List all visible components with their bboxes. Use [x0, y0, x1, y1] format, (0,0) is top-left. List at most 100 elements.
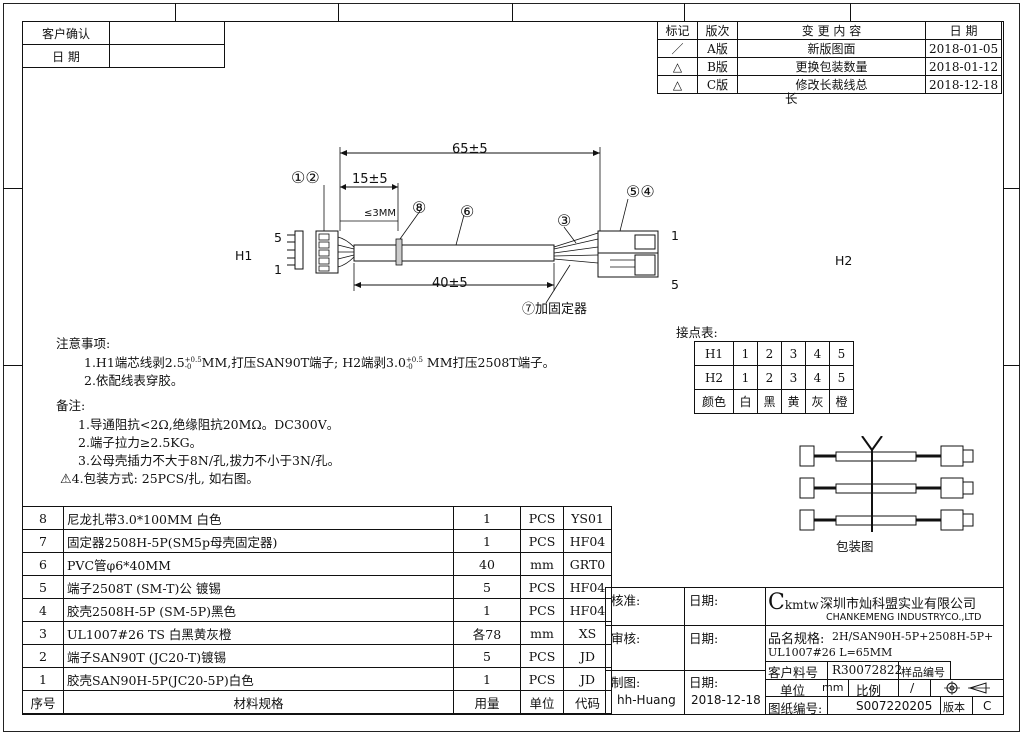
- revision-version: C版: [697, 75, 738, 94]
- pinout-cell: 3: [781, 341, 806, 366]
- pinout-cell: 2: [757, 341, 782, 366]
- dim-overall-label: 65±5: [452, 142, 488, 157]
- remarks-title: 备注:: [56, 398, 86, 413]
- approve-label: 核准:: [611, 593, 641, 608]
- bom-qty: 5: [453, 644, 521, 668]
- dim-tie-label: ≤3MM: [364, 208, 396, 219]
- revision-version: B版: [697, 57, 738, 76]
- warning-triangle-icon: △: [672, 77, 683, 92]
- company-name-en: CHANKEMENG INDUSTRYCO.,LTD: [826, 612, 982, 623]
- bom-qty: 40: [453, 552, 521, 576]
- bom-unit: PCS: [520, 667, 564, 691]
- edition-value: C: [983, 699, 992, 713]
- tolerance-upper: +0.5: [184, 355, 202, 364]
- frame-tick: [512, 3, 513, 21]
- outer-frame: [3, 3, 1020, 732]
- frame-tick: [684, 3, 685, 21]
- frame-tick: [338, 3, 339, 21]
- drawing-number: S007220205: [856, 699, 933, 713]
- bom-code: GRT0: [563, 552, 612, 576]
- frame-tick: [1004, 365, 1020, 366]
- frame-tick: [850, 3, 851, 21]
- tolerance-upper: +0.5: [405, 355, 423, 364]
- bom-code: JD: [563, 667, 612, 691]
- revision-date: 2018-01-05: [924, 39, 1003, 58]
- tolerance-lower: -0: [184, 362, 192, 371]
- frame-tick: [1004, 188, 1020, 189]
- draft-date: 2018-12-18: [691, 693, 761, 707]
- bom-spec: 端子2508T (SM-T)公 镀锡: [63, 575, 454, 599]
- notes-line-1-part-b: MM,打压SAN90T端子; H2端剥3.0: [201, 355, 406, 370]
- h2-pin-bottom: 5: [671, 277, 679, 292]
- inner-frame: [22, 21, 1004, 715]
- logo-letter: C: [768, 590, 785, 615]
- notes-line-1-part-a: 1.H1端芯线剥2.5: [84, 355, 185, 370]
- bom-table: 8 尼龙扎带3.0*100MM 白色 1 PCS YS01 7 固定器2508H…: [22, 506, 612, 714]
- revision-header-mark: 标记: [657, 21, 698, 40]
- revision-content: 修改长裁线总: [737, 75, 926, 94]
- notes-line-2: 2.依配线表穿胶。: [84, 373, 184, 388]
- bom-header-unit: 单位: [520, 690, 564, 714]
- scale-value: /: [910, 680, 915, 695]
- bom-qty: 各78: [453, 621, 521, 645]
- bom-spec: 固定器2508H-5P(SM5p母壳固定器): [63, 529, 454, 553]
- h1-pin-bottom: 1: [274, 262, 282, 277]
- h1-pin-top: 5: [274, 230, 282, 245]
- warning-triangle-icon: ⚠: [60, 472, 72, 487]
- packaging-drawing: [799, 436, 974, 532]
- bom-spec: 尼龙扎带3.0*100MM 白色: [63, 506, 454, 530]
- pinout-cell: 4: [805, 365, 830, 390]
- approve-date-label: 日期:: [689, 593, 719, 608]
- callout-part-6: ⑥: [460, 202, 475, 221]
- bom-unit: PCS: [520, 575, 564, 599]
- bom-code: HF04: [563, 598, 612, 622]
- bom-qty: 1: [453, 667, 521, 691]
- pinout-cell: 白: [733, 389, 758, 414]
- pinout-cell: 橙: [829, 389, 854, 414]
- scale-label: 比例: [856, 683, 882, 698]
- bom-unit: PCS: [520, 506, 564, 530]
- remark-item-text: 4.包装方式: 25PCS/扎, 如右图。: [71, 471, 259, 486]
- remark-item: 3.公母壳插力不大于8N/孔,拔力不小于3N/孔。: [78, 453, 341, 468]
- pinout-cell: 黄: [781, 389, 806, 414]
- remark-item: 2.端子拉力≥2.5KG。: [78, 435, 203, 450]
- connector-h1-label: H1: [235, 248, 253, 263]
- bom-code: HF04: [563, 529, 612, 553]
- callout-part-7: ⑦加固定器: [522, 302, 588, 317]
- drafter-label: 制图:: [611, 675, 641, 690]
- packaging-label: 包装图: [836, 539, 874, 554]
- unit-value: mm: [822, 681, 844, 694]
- projection-symbol-icon: [944, 681, 990, 695]
- sample-number-label: 样品编号: [901, 666, 945, 679]
- bom-qty: 5: [453, 575, 521, 599]
- pinout-title: 接点表:: [676, 325, 718, 340]
- remark-item: ⚠4.包装方式: 25PCS/扎, 如右图。: [60, 468, 259, 487]
- bom-header-code: 代码: [563, 690, 612, 714]
- customer-part-label: 客户料号: [768, 665, 819, 680]
- bom-qty: 1: [453, 506, 521, 530]
- logo-text: kmtw: [784, 598, 819, 612]
- bom-index: 8: [22, 506, 64, 530]
- bom-index: 7: [22, 529, 64, 553]
- bom-index: 5: [22, 575, 64, 599]
- review-date-label: 日期:: [689, 631, 719, 646]
- bom-unit: PCS: [520, 529, 564, 553]
- revision-version: A版: [697, 39, 738, 58]
- pinout-cell: 黑: [757, 389, 782, 414]
- product-spec-line-2: UL1007#26 L=65MM: [768, 646, 893, 659]
- tolerance-lower: -0: [405, 362, 413, 371]
- revision-mark: △: [657, 57, 698, 76]
- pinout-cell: 2: [757, 365, 782, 390]
- harness-drawing: [287, 147, 659, 304]
- customer-confirm-label: 客户确认: [22, 21, 110, 45]
- frame-tick: [175, 3, 176, 21]
- revision-mark: △: [657, 75, 698, 94]
- revision-mark: ／: [657, 39, 698, 58]
- bom-spec: 胶壳SAN90H-5P(JC20-5P)白色: [63, 667, 454, 691]
- remark-item: 1.导通阻抗<2Ω,绝缘阻抗20MΩ。DC300V。: [78, 417, 340, 432]
- bom-spec: UL1007#26 TS 白黑黄灰橙: [63, 621, 454, 645]
- product-spec-line-1: 2H/SAN90H-5P+2508H-5P+: [832, 630, 994, 643]
- customer-part-number: R30072822: [832, 663, 903, 677]
- pinout-cell: 3: [781, 365, 806, 390]
